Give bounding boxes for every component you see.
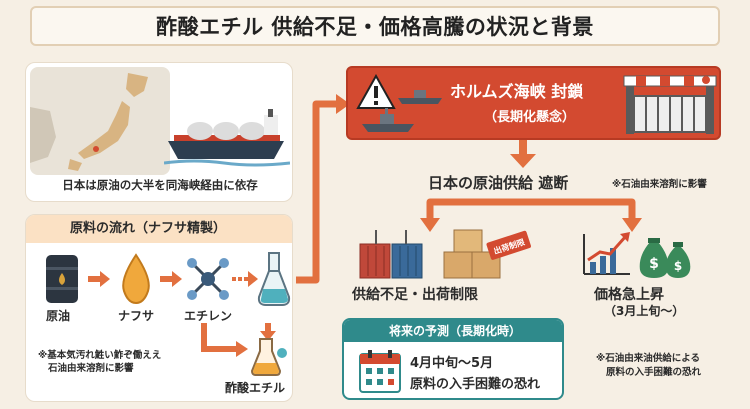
japan-caption: 日本は原油の大半を同海峡経由に依存: [62, 178, 258, 192]
flow-step-naphtha: ナフサ: [117, 309, 154, 323]
forecast-risk: 原料の入手困難の恐れ: [410, 377, 541, 392]
rising-chart-icon: [583, 232, 630, 275]
boxes-stamp-icon: 出荷制限: [443, 229, 531, 279]
flow-arrow-to-ethyl-acetate: [201, 323, 276, 357]
ethyl-acetate-beaker-icon: [250, 338, 287, 376]
arrow-head-left: [420, 218, 440, 232]
page-title: 酢酸エチル 供給不足・価格高騰の状況と背景: [156, 15, 594, 39]
supply-cut-title: 日本の原油供給 遮断: [428, 174, 569, 192]
shipping-containers-icon: [359, 230, 423, 279]
right-note: ※石油由来油供給による 原料の入手困難の恐れ: [596, 352, 701, 380]
forecast-header: 将来の予測（長期化時）: [344, 320, 562, 342]
svg-text:$: $: [649, 256, 659, 272]
flow-note-line2: 石油由来溶剤に影響: [48, 363, 134, 374]
flow-note: ※基本気汚れ鮏い鮓ぞ働ええ 石油由来溶剤に影響: [38, 349, 161, 375]
tanker-ship-icon: [164, 109, 290, 167]
hormuz-blockade-banner: ホルムズ海峡 封鎖 （長期化懸念）: [346, 66, 721, 140]
japan-map-icon: [30, 67, 170, 175]
svg-text:$: $: [674, 259, 682, 273]
money-bags-icon: $ $: [639, 238, 691, 278]
arrow-head-supply: [510, 154, 536, 168]
flow-note-line1: ※基本気汚れ鮏い鮓ぞ働ええ: [38, 350, 162, 361]
arrow-hormuz-to-supply: [519, 140, 527, 156]
flow-arrow-dotted: [232, 271, 258, 287]
right-note-line1: ※石油由来油供給による: [596, 353, 700, 364]
warships-icon: [362, 90, 442, 132]
price-surge-period: （3月上旬〜）: [604, 304, 685, 318]
oil-barrel-icon: [46, 255, 78, 303]
right-note-line2: 原料の入手困難の恐れ: [606, 367, 702, 378]
price-surge-label: 価格急上昇: [594, 287, 664, 303]
arrow-head-right: [622, 218, 642, 232]
flow-arrow-1: [88, 271, 110, 287]
naphtha-drop-icon: [122, 253, 150, 305]
title-banner: 酢酸エチル 供給不足・価格高騰の状況と背景: [30, 6, 720, 46]
arrow-supply-split: [426, 198, 636, 222]
arrow-head-hormuz: [336, 94, 350, 114]
hormuz-title: ホルムズ海峡 封鎖: [450, 82, 584, 101]
raw-material-flow-card: 原料の流れ（ナフサ精製） 原油 ナフサ: [25, 214, 293, 402]
barrier-gate-icon: [623, 75, 717, 134]
flow-step-ethyl-acetate: 酢酸エチル: [224, 381, 285, 395]
forecast-box: 将来の予測（長期化時） 4月中旬〜5月 原料の入手困難の恐れ: [342, 318, 564, 400]
hormuz-subtitle: （長期化懸念）: [484, 110, 576, 125]
flow-step-crude-oil: 原油: [45, 309, 70, 323]
flow-header: 原料の流れ（ナフサ精製）: [26, 215, 292, 243]
supply-cut-note: ※石油由来溶剤に影響: [612, 179, 707, 190]
japan-card: 日本は原油の大半を同海峡経由に依存: [25, 62, 293, 202]
flow-step-ethylene: エチレン: [183, 309, 232, 323]
ethylene-molecule-icon: [187, 258, 229, 300]
flask-icon: [257, 252, 291, 306]
flow-arrow-2: [160, 271, 182, 287]
arrow-flow-to-hormuz: [296, 100, 338, 284]
forecast-period: 4月中旬〜5月: [410, 356, 494, 371]
warning-icon: [356, 74, 396, 109]
shortage-label: 供給不足・出荷制限: [352, 287, 478, 303]
calendar-icon: [359, 350, 401, 393]
